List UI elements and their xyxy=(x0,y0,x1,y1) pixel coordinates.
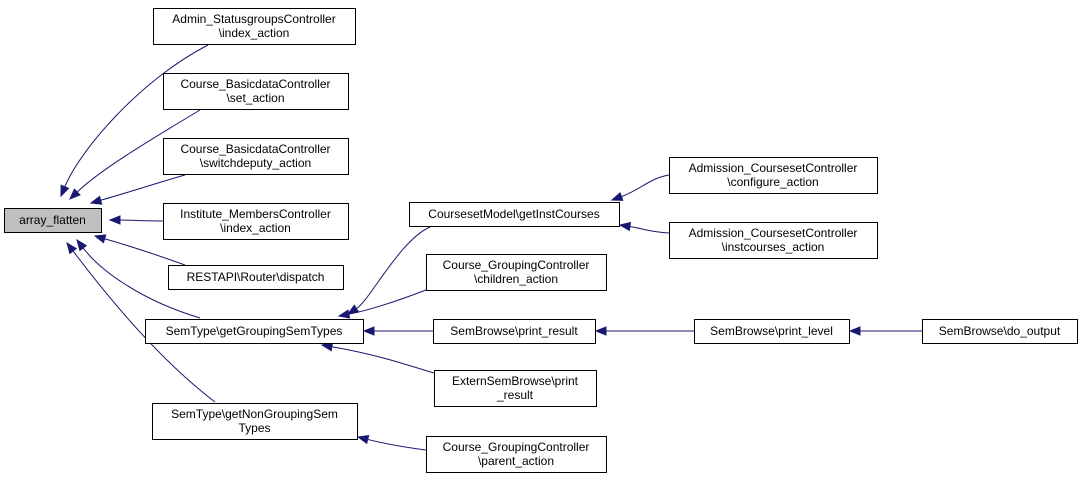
node-label: \children_action xyxy=(474,272,558,286)
node-box[interactable] xyxy=(426,436,607,473)
node-label: Course_GroupingController xyxy=(443,258,590,272)
node-box[interactable] xyxy=(152,403,358,440)
node-label: Course_BasicdataController xyxy=(180,142,330,156)
node-label: CoursesetModel\getInstCourses xyxy=(428,207,599,221)
arrowhead-course_basicdata_set-to-array_flatten xyxy=(69,188,81,200)
node-label: _result xyxy=(496,388,534,402)
edge-admission_courseset_instcourses-to-coursesetmodel_getinstcourses xyxy=(629,225,670,234)
node-label: \instcourses_action xyxy=(722,240,825,254)
node-box[interactable] xyxy=(163,73,349,110)
arrowhead-sembrowse_do_output-to-sembrowse_print_level xyxy=(848,326,861,336)
node-institute_members_index[interactable]: Institute_MembersController\index_action xyxy=(163,203,349,240)
node-label: \set_action xyxy=(226,91,284,105)
node-admin_statusgroups_index[interactable]: Admin_StatusgroupsController\index_actio… xyxy=(153,8,356,45)
node-box[interactable] xyxy=(426,254,607,291)
arrowhead-admission_courseset_instcourses-to-coursesetmodel_getinstcourses xyxy=(618,221,632,232)
arrowhead-course_grouping_parent-to-semtype_getnongrouping xyxy=(356,434,370,445)
node-label: \configure_action xyxy=(727,175,818,189)
node-box[interactable] xyxy=(922,319,1078,344)
node-box[interactable] xyxy=(153,8,356,45)
node-array_flatten[interactable]: array_flatten xyxy=(4,208,102,233)
edge-semtype_getgrouping-to-array_flatten xyxy=(82,247,201,319)
arrowhead-institute_members_index-to-array_flatten xyxy=(108,215,121,225)
arrowhead-restapi_router_dispatch-to-array_flatten xyxy=(93,234,107,244)
node-label: Admin_StatusgroupsController xyxy=(172,12,335,26)
arrowhead-semtype_getnongrouping-to-array_flatten xyxy=(66,241,78,255)
edge-course_basicdata_switchdeputy-to-array_flatten xyxy=(100,174,186,201)
edge-coursesetmodel_getinstcourses-to-semtype_getgrouping xyxy=(356,226,431,310)
edge-admin_statusgroups_index-to-array_flatten xyxy=(64,44,209,187)
node-box[interactable] xyxy=(168,265,344,290)
node-course_grouping_parent[interactable]: Course_GroupingController\parent_action xyxy=(426,436,607,473)
edge-institute_members_index-to-array_flatten xyxy=(119,219,164,222)
node-box[interactable] xyxy=(669,222,878,259)
node-label: Institute_MembersController xyxy=(180,207,331,221)
node-course_grouping_children[interactable]: Course_GroupingController\children_actio… xyxy=(426,254,607,291)
node-coursesetmodel_getinstcourses[interactable]: CoursesetModel\getInstCourses xyxy=(409,202,620,227)
node-label: \parent_action xyxy=(478,454,554,468)
node-admission_courseset_instcourses[interactable]: Admission_CoursesetController\instcourse… xyxy=(669,222,878,259)
node-box[interactable] xyxy=(145,319,364,344)
edge-externsembrowse_print_result-to-semtype_getgrouping xyxy=(331,346,435,374)
node-label: Admission_CoursesetController xyxy=(689,226,858,240)
node-label: \index_action xyxy=(219,26,290,40)
arrowhead-course_basicdata_switchdeputy-to-array_flatten xyxy=(89,195,103,205)
node-label: SemBrowse\print_level xyxy=(710,324,833,338)
arrowhead-admin_statusgroups_index-to-array_flatten xyxy=(60,184,70,198)
node-label: RESTAPI\Router\dispatch xyxy=(187,270,325,284)
node-label: SemType\getGroupingSemTypes xyxy=(166,324,343,338)
node-label: \switchdeputy_action xyxy=(200,156,311,170)
edges-layer xyxy=(60,44,922,451)
node-box[interactable] xyxy=(694,319,850,344)
node-label: SemBrowse\do_output xyxy=(939,324,1061,338)
node-label: Types xyxy=(238,421,270,435)
arrowhead-admission_courseset_configure-to-coursesetmodel_getinstcourses xyxy=(610,192,624,201)
edge-course_grouping_parent-to-semtype_getnongrouping xyxy=(367,438,427,451)
node-label: ExternSemBrowse\print xyxy=(452,374,579,388)
node-label: Course_BasicdataController xyxy=(180,77,330,91)
node-course_basicdata_set[interactable]: Course_BasicdataController\set_action xyxy=(163,73,349,110)
node-label: \index_action xyxy=(220,221,291,235)
node-sembrowse_print_level[interactable]: SemBrowse\print_level xyxy=(694,319,850,344)
node-box[interactable] xyxy=(4,208,102,233)
node-label: SemBrowse\print_result xyxy=(450,324,578,338)
node-sembrowse_print_result[interactable]: SemBrowse\print_result xyxy=(433,319,596,344)
node-box[interactable] xyxy=(669,157,878,194)
node-label: Course_GroupingController xyxy=(443,440,590,454)
edge-restapi_router_dispatch-to-array_flatten xyxy=(104,238,186,266)
node-box[interactable] xyxy=(434,370,597,407)
node-label: SemType\getNonGroupingSem xyxy=(171,407,338,421)
node-course_basicdata_switchdeputy[interactable]: Course_BasicdataController\switchdeputy_… xyxy=(163,138,349,175)
node-box[interactable] xyxy=(163,203,349,240)
arrowhead-course_grouping_children-to-semtype_getgrouping xyxy=(337,309,351,319)
edge-course_grouping_children-to-semtype_getgrouping xyxy=(348,289,427,315)
nodes-layer: array_flatten Admin_StatusgroupsControlle… xyxy=(4,8,1078,473)
node-label: array_flatten xyxy=(19,213,86,227)
node-sembrowse_do_output[interactable]: SemBrowse\do_output xyxy=(922,319,1078,344)
node-box[interactable] xyxy=(433,319,596,344)
edge-course_basicdata_set-to-array_flatten xyxy=(76,109,201,193)
edge-admission_courseset_configure-to-coursesetmodel_getinstcourses xyxy=(621,174,670,198)
arrowhead-semtype_getgrouping-to-array_flatten xyxy=(76,238,88,252)
node-label: Admission_CoursesetController xyxy=(689,161,858,175)
node-restapi_router_dispatch[interactable]: RESTAPI\Router\dispatch xyxy=(168,265,344,290)
node-admission_courseset_configure[interactable]: Admission_CoursesetController\configure_… xyxy=(669,157,878,194)
arrowhead-sembrowse_print_level-to-sembrowse_print_result xyxy=(594,326,607,336)
node-semtype_getgrouping[interactable]: SemType\getGroupingSemTypes xyxy=(145,319,364,344)
node-box[interactable] xyxy=(163,138,349,175)
node-box[interactable] xyxy=(409,202,620,227)
node-externsembrowse_print_result[interactable]: ExternSemBrowse\print_result xyxy=(434,370,597,407)
edge-semtype_getnongrouping-to-array_flatten xyxy=(72,250,216,403)
arrowhead-sembrowse_print_result-to-semtype_getgrouping xyxy=(362,326,375,336)
